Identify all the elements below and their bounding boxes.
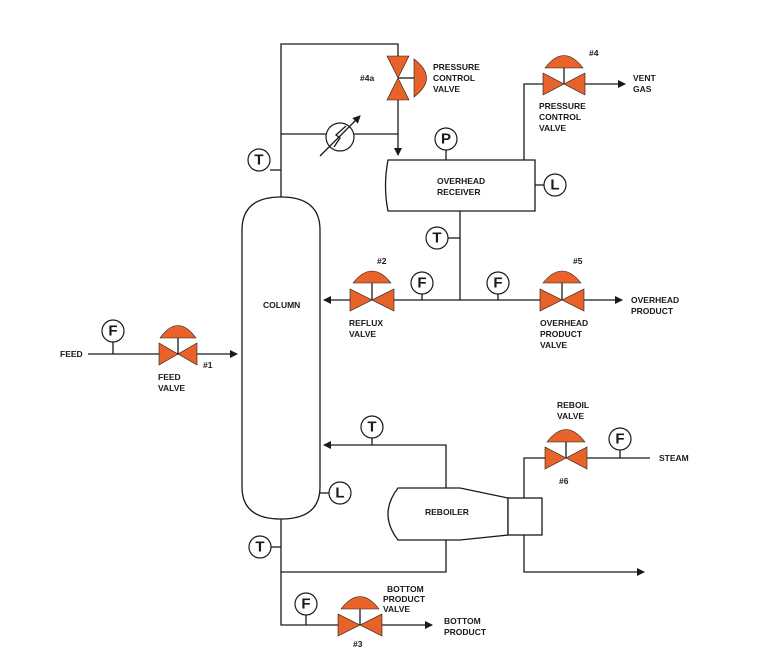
bypass-pcv-label-1: PRESSURE	[433, 62, 480, 72]
vent-pcv-label-2: CONTROL	[539, 112, 581, 122]
receiver-level-indicator[interactable]: L	[543, 173, 567, 197]
process-lines	[88, 43, 650, 629]
bypass-pcv-label-3: VALVE	[433, 84, 460, 94]
vent-line-in	[523, 83, 543, 160]
feed-valve-label-2: VALVE	[158, 383, 185, 393]
instrument-letter: L	[550, 177, 559, 194]
bottom-valve-label-2: PRODUCT	[383, 594, 426, 604]
reboil-valve-label-2: VALVE	[557, 411, 584, 421]
condenser-coil	[333, 125, 347, 148]
column-level-indicator[interactable]: L	[328, 481, 352, 505]
vent-gas-label-1: VENT	[633, 73, 656, 83]
receiver-label-2: RECEIVER	[437, 187, 480, 197]
overhead-valve-label-3: VALVE	[540, 340, 567, 350]
reboiler-label: REBOILER	[425, 507, 469, 517]
feed-valve-tag: #1	[203, 360, 213, 370]
reflux-valve-label-1: REFLUX	[349, 318, 383, 328]
reflux-valve-label-2: VALVE	[349, 329, 376, 339]
instrument-letter: T	[367, 419, 376, 436]
feed-valve-label-1: FEED	[158, 372, 181, 382]
condensate-line	[523, 535, 645, 576]
instrument-letter: P	[441, 131, 451, 148]
column-label: COLUMN	[263, 300, 300, 310]
overhead-valve-label-1: OVERHEAD	[540, 318, 588, 328]
bottom-valve-label-1: BOTTOM	[387, 584, 424, 594]
steam-to-reboiler-line	[523, 457, 545, 498]
feed-control-valve[interactable]	[158, 325, 198, 366]
condenser-arrow	[319, 115, 361, 157]
overhead-product-label-2: PRODUCT	[631, 306, 674, 316]
vent-pcv-tag: #4	[589, 48, 599, 58]
instrument-letter: T	[254, 152, 263, 169]
bypass-pcv-label-2: CONTROL	[433, 73, 475, 83]
overhead-product-label-1: OVERHEAD	[631, 295, 679, 305]
bottom-temperature-indicator[interactable]: T	[248, 535, 272, 559]
reflux-control-valve[interactable]	[349, 270, 395, 312]
overhead-valve-label-2: PRODUCT	[540, 329, 583, 339]
receiver-label-1: OVERHEAD	[437, 176, 485, 186]
receiver-pressure-indicator[interactable]: P	[434, 127, 458, 151]
reboiler-temperature-indicator[interactable]: T	[360, 415, 384, 439]
vent-pcv-label-1: PRESSURE	[539, 101, 586, 111]
feed-flow-indicator[interactable]: F	[101, 319, 125, 343]
instrument-letter: F	[301, 596, 310, 613]
bypass-pressure-control-valve[interactable]	[386, 55, 427, 101]
overhead-valve-tag: #5	[573, 256, 583, 266]
bypass-pcv-tag: #4a	[360, 73, 374, 83]
bottom-product-label-2: PRODUCT	[444, 627, 487, 637]
receiver-temperature-indicator[interactable]: T	[425, 226, 449, 250]
overhead-product-control-valve[interactable]	[539, 270, 585, 312]
reboiler-return-line	[323, 441, 447, 488]
instrument-letter: T	[432, 230, 441, 247]
vent-pressure-control-valve[interactable]	[542, 55, 586, 96]
overhead-receiver-vessel	[384, 159, 536, 212]
bottom-valve-label-3: VALVE	[383, 604, 410, 614]
bottom-valve-tag: #3	[353, 639, 363, 649]
reboiler-head	[507, 497, 543, 536]
steam-flow-indicator[interactable]: F	[608, 427, 632, 451]
condenser	[319, 115, 361, 157]
bottom-line-a	[280, 572, 338, 626]
reboiler-feed-line	[280, 519, 447, 573]
reboil-control-valve[interactable]	[544, 429, 588, 470]
vent-gas-label-2: GAS	[633, 84, 652, 94]
bottom-product-label-1: BOTTOM	[444, 616, 481, 626]
bottom-flow-indicator[interactable]: F	[294, 592, 318, 616]
condenser-icon	[325, 122, 355, 152]
overhead-vapor-line	[280, 43, 399, 197]
reflux-valve-tag: #2	[377, 256, 387, 266]
reflux-flow-indicator[interactable]: F	[410, 271, 434, 295]
instrument-letter: F	[615, 431, 624, 448]
instrument-letter: F	[108, 323, 117, 340]
bottom-product-control-valve[interactable]	[337, 596, 383, 637]
instrument-letter: F	[493, 275, 502, 292]
vent-pcv-label-3: VALVE	[539, 123, 566, 133]
overhead-flow-indicator[interactable]: F	[486, 271, 510, 295]
reboil-valve-tag: #6	[559, 476, 569, 486]
instrument-letter: F	[417, 275, 426, 292]
top-temperature-indicator[interactable]: T	[247, 148, 271, 172]
instrument-letter: T	[255, 539, 264, 556]
column-vessel	[241, 196, 321, 520]
steam-label: STEAM	[659, 453, 689, 463]
instrument-letter: L	[335, 485, 344, 502]
reboil-valve-label-1: REBOIL	[557, 400, 589, 410]
feed-label: FEED	[60, 349, 83, 359]
